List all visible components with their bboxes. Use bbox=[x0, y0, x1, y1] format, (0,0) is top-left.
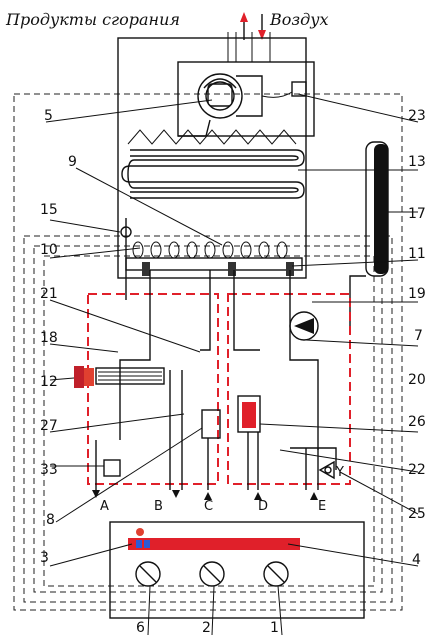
connection-arrows bbox=[92, 490, 318, 500]
heat-exchanger-coil bbox=[121, 149, 305, 199]
knob-mode[interactable] bbox=[263, 561, 289, 587]
label-33: 33 bbox=[40, 462, 58, 478]
fan-icon bbox=[197, 73, 263, 119]
valve-mark: Y bbox=[335, 465, 344, 480]
label-7: 7 bbox=[414, 328, 423, 344]
flue-air-arrows bbox=[227, 12, 271, 62]
label-21: 21 bbox=[40, 286, 58, 302]
pressure-switch-icon bbox=[261, 81, 307, 98]
label-8: 8 bbox=[46, 512, 55, 528]
label-18: 18 bbox=[40, 330, 58, 346]
flue-gas-label: Продукты сгорания bbox=[6, 10, 180, 29]
label-10: 10 bbox=[40, 242, 58, 258]
leader-lines bbox=[45, 93, 419, 635]
label-27: 27 bbox=[40, 418, 58, 434]
port-d-label: D bbox=[258, 499, 268, 514]
label-6: 6 bbox=[136, 620, 145, 635]
knob-dhw[interactable] bbox=[199, 561, 225, 587]
label-23: 23 bbox=[408, 108, 426, 124]
piping bbox=[95, 270, 337, 490]
plate-heat-exchanger-icon bbox=[74, 366, 165, 388]
thermostat-icon bbox=[120, 218, 132, 300]
burner-icon bbox=[125, 241, 303, 276]
label-5: 5 bbox=[44, 108, 53, 124]
label-26: 26 bbox=[408, 414, 426, 430]
outer-casing bbox=[13, 93, 403, 611]
label-12: 12 bbox=[40, 374, 58, 390]
hydraulic-group-right bbox=[227, 293, 351, 485]
port-a-label: A bbox=[100, 499, 109, 514]
label-3: 3 bbox=[40, 550, 49, 566]
knob-heating[interactable] bbox=[135, 561, 161, 587]
control-panel bbox=[109, 521, 365, 619]
expansion-vessel-icon bbox=[349, 141, 389, 326]
air-inlet-label: Воздух bbox=[270, 10, 329, 29]
label-15: 15 bbox=[40, 202, 58, 218]
safety-valve-icon bbox=[318, 460, 335, 480]
label-17: 17 bbox=[408, 206, 426, 222]
label-2: 2 bbox=[202, 620, 211, 635]
combustion-chamber bbox=[117, 37, 315, 279]
label-13: 13 bbox=[408, 154, 426, 170]
heat-exchanger-fins bbox=[127, 129, 297, 145]
label-25: 25 bbox=[408, 506, 426, 522]
port-c-label: C bbox=[204, 499, 213, 514]
label-20: 20 bbox=[408, 372, 426, 388]
label-9: 9 bbox=[68, 154, 77, 170]
flow-switch-icon bbox=[201, 409, 221, 439]
port-e-label: E bbox=[318, 499, 326, 514]
hydraulic-group-left bbox=[87, 293, 219, 485]
label-4: 4 bbox=[412, 552, 421, 568]
label-19: 19 bbox=[408, 286, 426, 302]
label-22: 22 bbox=[408, 462, 426, 478]
label-1: 1 bbox=[270, 620, 279, 635]
port-b-label: B bbox=[154, 499, 163, 514]
pump-icon bbox=[289, 311, 319, 341]
filter-icon bbox=[103, 459, 121, 477]
label-11: 11 bbox=[408, 246, 426, 262]
three-way-valve-icon bbox=[237, 395, 261, 433]
